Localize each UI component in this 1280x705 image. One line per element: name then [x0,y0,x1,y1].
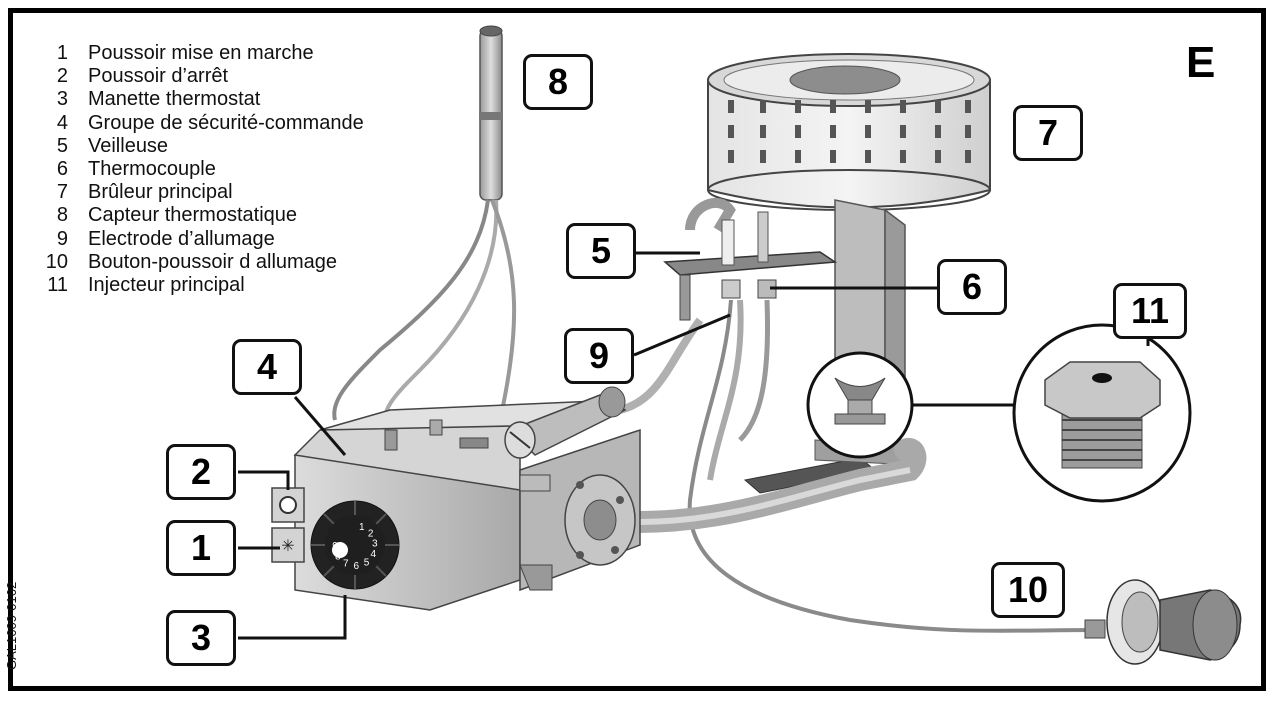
injector [1044,361,1161,469]
legend-number: 5 [56,134,68,157]
knob-mark: 4 [371,549,377,560]
legend-number: 10 [45,250,68,273]
legend-item: 2 Poussoir d’arrêt [40,65,364,88]
main-burner [707,53,991,211]
legend-number: 4 [56,111,68,134]
knob-mark: 7 [343,559,349,570]
figure-code: GAL1609-0162 [4,581,19,670]
knob-mark: 8 [335,551,341,562]
callout-3: 3 [166,610,236,666]
legend-number: 3 [56,88,68,111]
legend-label: Manette thermostat [88,88,261,111]
legend-number: 2 [56,65,68,88]
panel-letter: E [1186,38,1216,87]
legend-item: 4 Groupe de sécurité-commande [40,112,364,135]
legend-item: 9 Electrode d’allumage [40,228,364,251]
callout-8: 8 [523,54,593,110]
push-button-start[interactable]: ✳ [271,527,305,563]
parts-legend: 1 Poussoir mise en marche 2 Poussoir d’arr… [40,42,364,297]
knob-mark: 5 [364,557,370,568]
callout-6: 6 [937,259,1007,315]
legend-item: 1 Poussoir mise en marche [40,42,364,65]
legend-number: 7 [56,181,68,204]
callout-5: 5 [566,223,636,279]
legend-number: 6 [56,157,68,180]
knob-mark: 3 [372,538,378,549]
callout-10: 10 [991,562,1065,618]
pilot-housing [504,386,627,459]
push-button-stop[interactable] [271,487,305,523]
pilot-assembly [663,197,1101,633]
injector-detail [806,323,1192,503]
legend-item: 11 Injecteur principal [40,274,364,297]
callout-11: 11 [1113,283,1187,339]
legend-label: Injecteur principal [88,273,245,296]
legend-label: Brûleur principal [88,181,233,204]
pilot-tube [618,317,704,414]
callout-7: 7 [1013,105,1083,161]
legend-item: 5 Veilleuse [40,135,364,158]
legend-number: 1 [56,42,68,64]
thermostatic-sensor [332,25,517,431]
legend-label: Groupe de sécurité-commande [88,111,364,134]
svg-text:✳: ✳ [281,538,294,555]
legend-label: Veilleuse [88,134,169,157]
legend-label: Bouton-poussoir d allumage [88,250,338,273]
legend-number: 11 [47,273,68,296]
legend-label: Electrode d’allumage [88,227,275,250]
knob-mark: 1 [359,522,365,533]
legend-number: 9 [56,227,68,250]
callout-4: 4 [232,339,302,395]
legend-item: 7 Brûleur principal [40,181,364,204]
callout-9: 9 [564,328,634,384]
ignition-push-button[interactable] [1084,579,1242,665]
legend-item: 10 Bouton-poussoir d allumage [40,251,364,274]
knob-mark: 9 [332,541,338,552]
knob-mark: 2 [368,529,374,540]
legend-item: 8 Capteur thermostatique [40,204,364,227]
callout-1: 1 [166,520,236,576]
knob-mark: 6 [354,561,360,572]
legend-item: 3 Manette thermostat [40,88,364,111]
legend-label: Capteur thermostatique [88,204,298,227]
legend-label: Thermocouple [88,157,216,180]
callout-2: 2 [166,444,236,500]
legend-number: 8 [56,204,68,227]
legend-label: Poussoir d’arrêt [88,65,229,88]
legend-item: 6 Thermocouple [40,158,364,181]
legend-label: Poussoir mise en marche [88,42,314,64]
